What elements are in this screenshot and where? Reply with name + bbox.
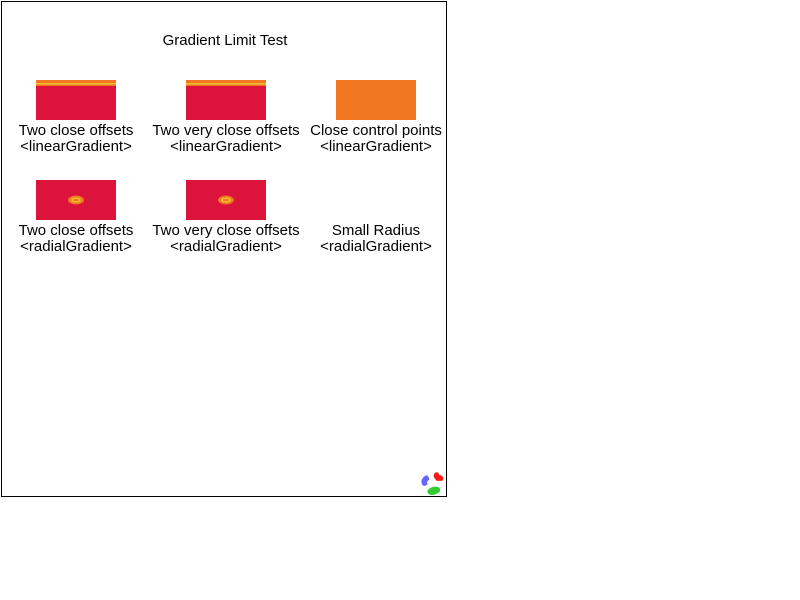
linear-very-close-offsets-label: Two very close offsets <linearGradient> (141, 123, 311, 155)
radial-close-offsets-swatch (36, 180, 116, 220)
linear-very-close-offsets-swatch (186, 80, 266, 120)
test-name: Two very close offsets (152, 222, 300, 239)
test-element: <radialGradient> (20, 238, 132, 255)
radial-small-radius-label: Small Radius <radialGradient> (291, 223, 461, 255)
test-element: <linearGradient> (20, 138, 132, 155)
test-element: <linearGradient> (170, 138, 282, 155)
test-frame: Gradient Limit Test Two close offsets <l… (1, 1, 447, 497)
test-name: Small Radius (331, 222, 421, 239)
linear-close-offsets-label: Two close offsets <linearGradient> (0, 123, 161, 155)
test-name: Two close offsets (18, 122, 134, 139)
test-name: Two close offsets (18, 222, 134, 239)
linear-close-control-points-swatch (336, 80, 416, 120)
svg-logo-icon (421, 472, 444, 496)
test-name: Close control points (310, 122, 442, 139)
test-element: <radialGradient> (170, 238, 282, 255)
page-title: Gradient Limit Test (162, 32, 288, 49)
linear-close-offsets-swatch (36, 80, 116, 120)
radial-very-close-offsets-swatch (186, 180, 266, 220)
test-name: Two very close offsets (152, 122, 300, 139)
linear-close-control-points-label: Close control points <linearGradient> (291, 123, 461, 155)
test-element: <linearGradient> (320, 138, 432, 155)
radial-very-close-offsets-label: Two very close offsets <radialGradient> (141, 223, 311, 255)
test-element: <radialGradient> (320, 238, 432, 255)
radial-close-offsets-label: Two close offsets <radialGradient> (0, 223, 161, 255)
